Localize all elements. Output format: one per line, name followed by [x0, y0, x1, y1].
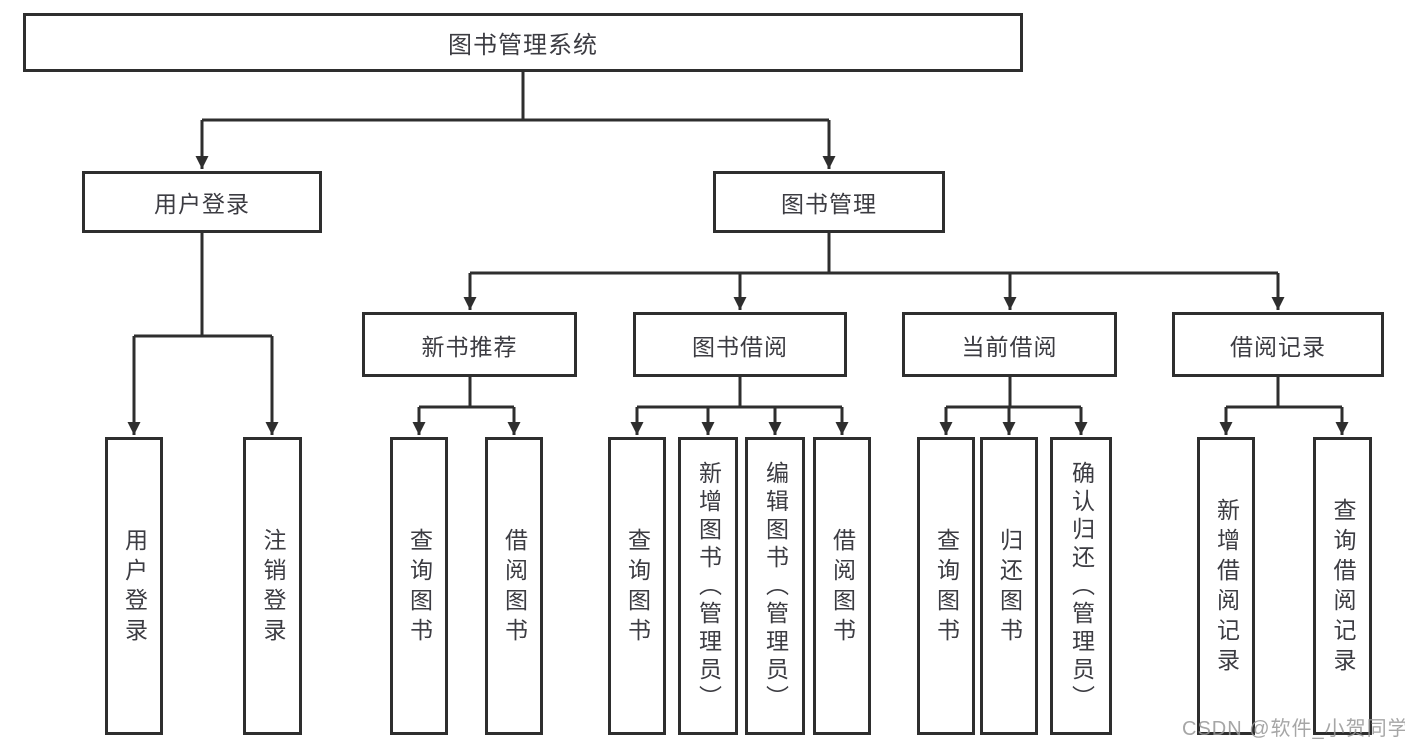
leaf-user-login: 用户登录	[105, 437, 163, 735]
leaf-borrow-books-2: 借阅图书	[813, 437, 871, 735]
csdn-watermark: CSDN @软件_小贺同学	[1182, 718, 1405, 740]
leaf-borrow-books-1: 借阅图书	[485, 437, 543, 735]
node-user-login: 用户登录	[82, 171, 322, 233]
leaf-edit-book-admin: 编辑图书（管理员）	[745, 437, 805, 735]
leaf-query-books-3: 查询图书	[917, 437, 975, 735]
node-book-management: 图书管理	[713, 171, 945, 233]
leaf-query-books-1: 查询图书	[390, 437, 448, 735]
leaf-confirm-return-admin: 确认归还（管理员）	[1050, 437, 1112, 735]
leaf-query-books-2: 查询图书	[608, 437, 666, 735]
node-book-borrow: 图书借阅	[633, 312, 847, 377]
leaf-logout: 注销登录	[243, 437, 302, 735]
node-current-borrow: 当前借阅	[902, 312, 1117, 377]
node-borrow-records: 借阅记录	[1172, 312, 1384, 377]
node-new-book-recommend: 新书推荐	[362, 312, 577, 377]
leaf-return-book: 归还图书	[980, 437, 1038, 735]
leaf-query-borrow-record: 查询借阅记录	[1313, 437, 1372, 735]
leaf-add-book-admin: 新增图书（管理员）	[678, 437, 738, 735]
node-system-root: 图书管理系统	[23, 13, 1023, 72]
leaf-add-borrow-record: 新增借阅记录	[1197, 437, 1255, 735]
